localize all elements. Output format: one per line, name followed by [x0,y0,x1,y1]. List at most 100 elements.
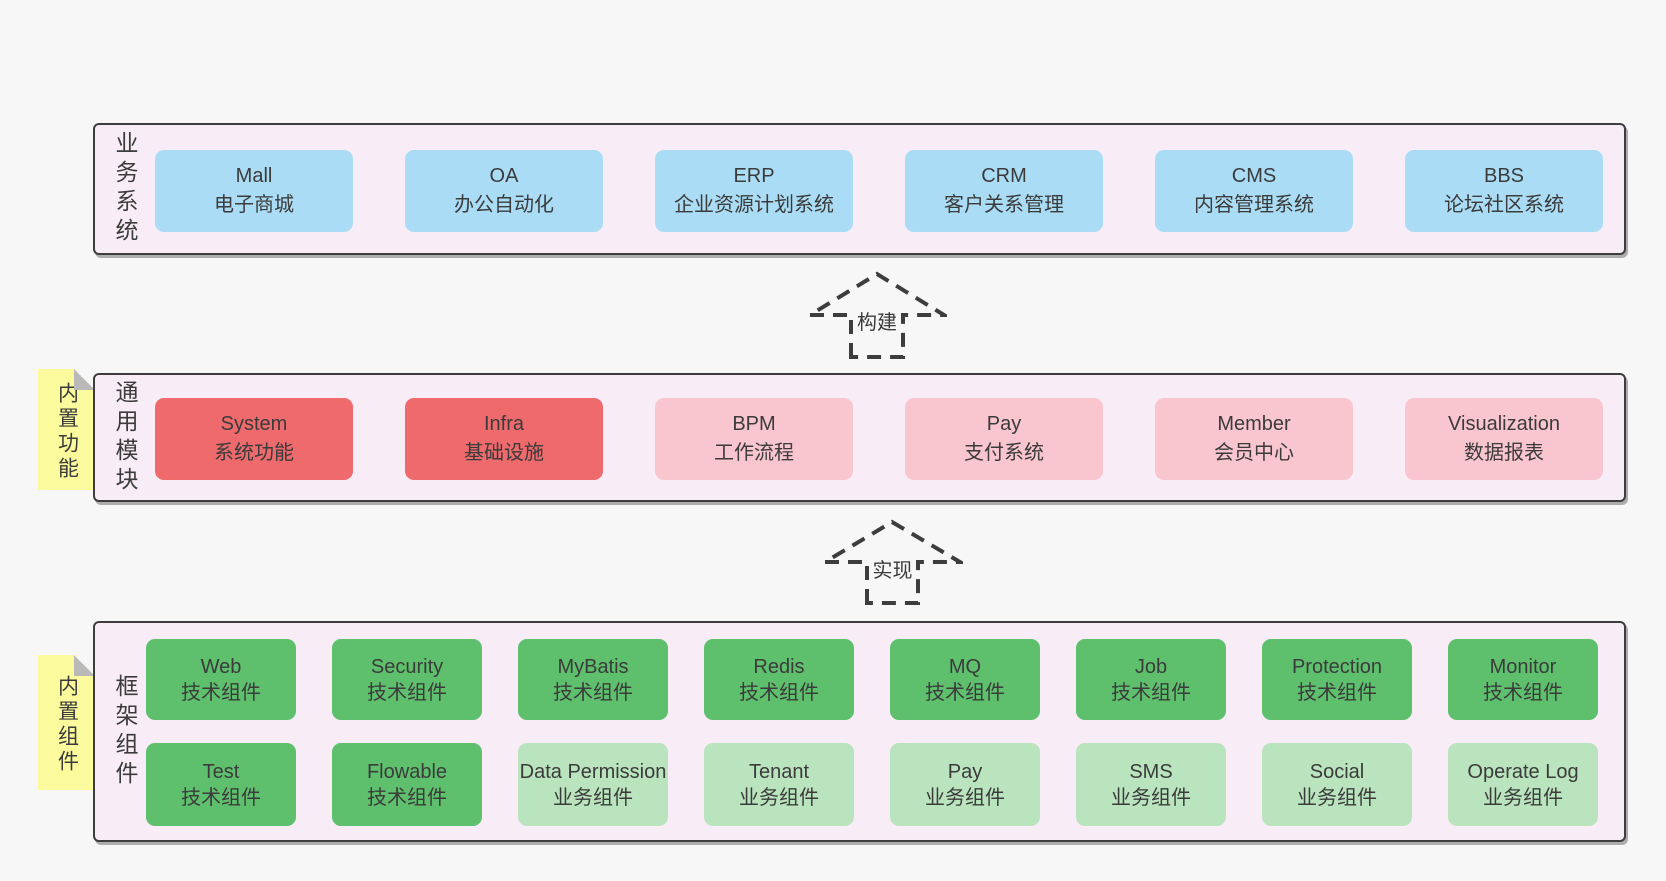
box-title: Job [1134,655,1168,678]
box-title: Protection [1291,655,1383,678]
box-subtitle: 业务组件 [553,786,633,809]
box-cms: CMS 内容管理系统 [1155,150,1353,232]
box-title: SMS [1129,760,1173,783]
box-subtitle: 技术组件 [181,786,261,809]
box-title: MQ [948,655,982,678]
box-title: Pay [947,760,983,783]
box-subtitle: 数据报表 [1464,442,1544,464]
box-title: Pay [986,413,1022,435]
box-subtitle: 系统功能 [214,442,294,464]
box-bpm: BPM 工作流程 [655,398,853,480]
box-mq: MQ 技术组件 [890,639,1040,720]
box-title: Member [1217,413,1291,435]
box-subtitle: 技术组件 [553,681,633,704]
sticky-note-label: 内置组件 [55,675,79,776]
box-subtitle: 技术组件 [1111,681,1191,704]
box-subtitle: 论坛社区系统 [1444,194,1564,216]
box-title: ERP [733,165,775,187]
box-title: Monitor [1489,655,1557,678]
box-oa: OA 办公自动化 [405,150,603,232]
box-sms: SMS 业务组件 [1076,743,1226,826]
box-social: Social 业务组件 [1262,743,1412,826]
box-subtitle: 业务组件 [1483,786,1563,809]
box-security: Security 技术组件 [332,639,482,720]
box-tenant: Tenant 业务组件 [704,743,854,826]
box-title: Tenant [748,760,810,783]
implement-arrow: 实现 [822,518,963,606]
box-protection: Protection 技术组件 [1262,639,1412,720]
box-subtitle: 技术组件 [367,786,447,809]
box-title: BBS [1483,165,1525,187]
sticky-note-label: 内置功能 [55,381,79,482]
box-test: Test 技术组件 [146,743,296,826]
business-systems-panel: 业务系统 Mall 电子商城 OA 办公自动化 ERP 企业资源计划系统 CRM… [93,123,1626,255]
build-arrow: 构建 [807,270,947,360]
framework-components-panel: 框架组件 Web 技术组件 Security 技术组件 MyBatis 技术组件… [93,621,1626,842]
panel-title-business-systems: 业务系统 [112,131,138,247]
box-subtitle: 技术组件 [181,681,261,704]
box-subtitle: 技术组件 [925,681,1005,704]
box-title: OA [489,165,519,187]
box-subtitle: 会员中心 [1214,442,1294,464]
box-title: Data Permission [519,760,667,783]
up-arrow-icon [807,271,947,359]
box-subtitle: 技术组件 [1297,681,1377,704]
box-title: Infra [483,413,525,435]
box-title: MyBatis [557,655,629,678]
box-subtitle: 技术组件 [1483,681,1563,704]
box-monitor: Monitor 技术组件 [1448,639,1598,720]
common-modules-panel: 通用模块 System 系统功能 Infra 基础设施 BPM 工作流程 Pay… [93,373,1626,502]
box-title: Operate Log [1467,760,1579,783]
box-subtitle: 技术组件 [367,681,447,704]
box-subtitle: 办公自动化 [454,194,554,216]
box-redis: Redis 技术组件 [704,639,854,720]
box-mybatis: MyBatis 技术组件 [518,639,668,720]
box-subtitle: 业务组件 [1111,786,1191,809]
box-title: Web [200,655,242,678]
panel-title-common-modules: 通用模块 [112,379,138,496]
box-erp: ERP 企业资源计划系统 [655,150,853,232]
box-bbs: BBS 论坛社区系统 [1405,150,1603,232]
panel-title-framework-components: 框架组件 [112,673,138,790]
up-arrow-icon [822,519,963,605]
box-title: Test [202,760,240,783]
box-subtitle: 业务组件 [925,786,1005,809]
sticky-note-built-in-functions: 内置功能 [38,369,95,490]
box-pay-system: Pay 支付系统 [905,398,1103,480]
box-pay-component: Pay 业务组件 [890,743,1040,826]
box-mall: Mall 电子商城 [155,150,353,232]
box-subtitle: 内容管理系统 [1194,194,1314,216]
box-title: Mall [235,165,273,187]
box-infra: Infra 基础设施 [405,398,603,480]
box-system: System 系统功能 [155,398,353,480]
box-subtitle: 业务组件 [1297,786,1377,809]
box-web: Web 技术组件 [146,639,296,720]
box-subtitle: 企业资源计划系统 [674,194,834,216]
box-subtitle: 工作流程 [714,442,794,464]
box-flowable: Flowable 技术组件 [332,743,482,826]
box-visualization: Visualization 数据报表 [1405,398,1603,480]
box-crm: CRM 客户关系管理 [905,150,1103,232]
box-subtitle: 客户关系管理 [944,194,1064,216]
implement-arrow-label: 实现 [869,558,916,584]
box-title: BPM [732,413,776,435]
box-data-permission: Data Permission 业务组件 [518,743,668,826]
box-title: CRM [981,165,1027,187]
build-arrow-label: 构建 [854,310,900,336]
box-title: CMS [1231,165,1277,187]
box-subtitle: 业务组件 [739,786,819,809]
box-title: System [220,413,288,435]
box-subtitle: 支付系统 [964,442,1044,464]
box-subtitle: 技术组件 [739,681,819,704]
box-member: Member 会员中心 [1155,398,1353,480]
box-title: Redis [753,655,805,678]
box-title: Visualization [1448,413,1560,435]
box-title: Social [1309,760,1365,783]
box-title: Security [370,655,444,678]
box-job: Job 技术组件 [1076,639,1226,720]
box-subtitle: 基础设施 [464,442,544,464]
sticky-note-built-in-components: 内置组件 [38,655,95,790]
box-title: Flowable [366,760,448,783]
box-subtitle: 电子商城 [214,194,294,216]
